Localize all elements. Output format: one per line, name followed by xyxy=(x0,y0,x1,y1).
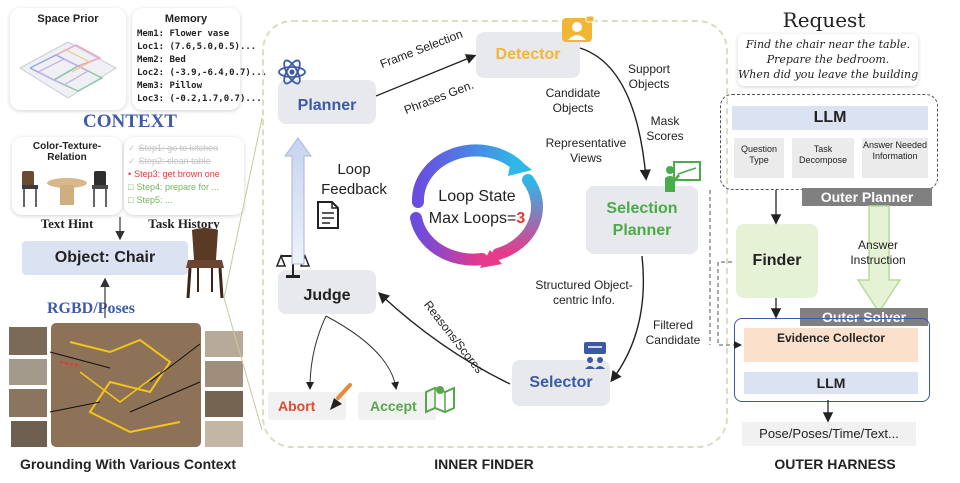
finder-node: Finder xyxy=(736,224,818,298)
context-label: CONTEXT xyxy=(83,111,177,132)
mask-scores-label: Mask Scores xyxy=(646,114,684,143)
request-lines: Find the chair near the table. Prepare th… xyxy=(738,37,918,82)
memory-line: Loc3: (-0.2,1.7,0.7)... xyxy=(137,94,262,104)
detector-person-icon xyxy=(562,15,595,42)
task-step-text: Step5: ... xyxy=(136,195,173,205)
task-step-text: Step2: clean table xyxy=(138,156,211,166)
memory-line: Mem3: Pillow xyxy=(137,81,203,91)
atom-icon xyxy=(278,59,306,85)
answer-info-box: Answer Needed Information xyxy=(862,138,928,178)
inner-finder-frame xyxy=(262,20,728,448)
chair-photo-icon xyxy=(186,228,224,299)
task-step-text: Step3: get brown one xyxy=(134,169,220,179)
loop-state-label: Loop State xyxy=(438,188,516,205)
selection-planner-node: Selection Planner xyxy=(586,186,698,254)
outer-footer: OUTER HARNESS xyxy=(774,456,896,472)
rgbd-mosaic xyxy=(8,320,244,450)
map-pin-icon xyxy=(425,386,455,414)
text-hint-label: Text Hint xyxy=(40,216,94,231)
outer-planner-label: Outer Planner xyxy=(802,188,932,206)
chairs-table-icon xyxy=(22,171,108,207)
task-step: □Step5: ... xyxy=(128,194,242,207)
space-prior-card: Space Prior xyxy=(10,8,126,110)
finder-label: Finder xyxy=(752,252,802,269)
task-history-card: ✓Step1: go to kitchen✓Step2: clean table… xyxy=(124,137,244,215)
candidate-objects-label: Candidate Objects xyxy=(545,86,601,115)
judge-label: Judge xyxy=(303,287,351,304)
check-icon: ✓ xyxy=(128,156,136,166)
memory-line: Mem1: Flower vase xyxy=(137,29,230,39)
support-objects-label: Support Objects xyxy=(627,62,671,91)
memory-label: Memory xyxy=(164,13,208,25)
request-line: When did you leave the building xyxy=(738,68,919,81)
left-footer: Grounding With Various Context xyxy=(19,456,237,472)
text-hint-card: Color-Texture-Relation xyxy=(12,137,122,215)
llm-bottom-box: LLM xyxy=(744,372,918,394)
object-chair-box: Object: Chair xyxy=(22,241,188,275)
checkbox-icon: □ xyxy=(128,195,134,205)
check-icon: ✓ xyxy=(128,143,136,153)
planner-label: Planner xyxy=(297,97,357,114)
selection-planner-label: Selection Planner xyxy=(606,200,678,239)
checkbox-icon: □ xyxy=(128,182,134,192)
document-icon xyxy=(317,201,339,229)
task-step: ✓Step2: clean table xyxy=(128,155,242,168)
rgbd-poses-label: RGBD/Poses xyxy=(47,300,135,317)
task-history-label: Task History xyxy=(148,216,220,231)
space-prior-label: Space Prior xyxy=(37,13,99,25)
loop-ring-icon xyxy=(410,144,543,268)
planner-node: Planner xyxy=(278,80,376,124)
max-loops-text: Max Loops=3 xyxy=(412,210,542,228)
task-step: ✓Step1: go to kitchen xyxy=(128,142,242,155)
memory-line: Loc1: (7.6,5.0,0.5)... xyxy=(137,42,257,52)
evidence-collector-box: Evidence Collector xyxy=(744,328,918,362)
outer-solver-label: Outer Solver xyxy=(800,308,928,326)
abort-label: Abort xyxy=(278,398,316,414)
judge-node: Judge xyxy=(278,270,376,314)
task-step-text: Step4: prepare for ... xyxy=(136,182,219,192)
color-texture-label: Color-Texture-Relation xyxy=(32,141,102,163)
memory-line: Mem2: Bed xyxy=(137,55,186,65)
question-type-box: Question Type xyxy=(734,138,784,178)
answer-instruction-label: Answer Instruction xyxy=(850,238,906,267)
accept-box: Accept xyxy=(358,392,436,420)
structured-info-label: Structured Object-centric Info. xyxy=(535,278,633,307)
space-prior-floorplan-icon xyxy=(19,41,117,99)
max-loops-value: 3 xyxy=(516,210,526,227)
bullet-icon: • xyxy=(128,169,132,179)
selector-label: Selector xyxy=(529,374,593,391)
task-step-text: Step1: go to kitchen xyxy=(138,143,219,153)
outer-solver-frame xyxy=(734,318,930,402)
loop-feedback-label: Loop Feedback xyxy=(321,161,387,198)
request-title: Request xyxy=(782,8,866,32)
request-card: Find the chair near the table. Prepare th… xyxy=(738,34,918,86)
filtered-candidate-label: Filtered Candidate xyxy=(645,318,701,347)
task-steps-list: ✓Step1: go to kitchen✓Step2: clean table… xyxy=(128,142,242,207)
task-decompose-box: Task Decompose xyxy=(792,138,854,178)
memory-line: Loc2: (-3.9,-6.4,0.7)... xyxy=(137,68,268,78)
task-step: □Step4: prepare for ... xyxy=(128,181,242,194)
teacher-board-icon xyxy=(665,161,701,192)
llm-top-box: LLM xyxy=(732,106,928,130)
selector-chat-icon xyxy=(584,342,606,369)
loop-feedback-arrow-icon xyxy=(284,137,312,265)
accept-label: Accept xyxy=(370,398,417,414)
detector-label: Detector xyxy=(495,46,561,63)
max-loops-label: Max Loops= xyxy=(428,210,517,227)
task-step: •Step3: get brown one xyxy=(128,168,242,181)
trajectory-icon xyxy=(49,338,201,434)
inner-footer: INNER FINDER xyxy=(434,456,534,472)
request-line: Find the chair near the table. xyxy=(745,38,911,51)
request-line: Prepare the bedroom. xyxy=(766,53,890,66)
brush-icon xyxy=(330,383,352,410)
left-arrows xyxy=(100,117,263,431)
representative-views-label: Representative Views xyxy=(545,136,627,165)
answer-instruction-arrow-icon xyxy=(856,205,902,314)
output-box: Pose/Poses/Time/Text... xyxy=(742,422,916,446)
